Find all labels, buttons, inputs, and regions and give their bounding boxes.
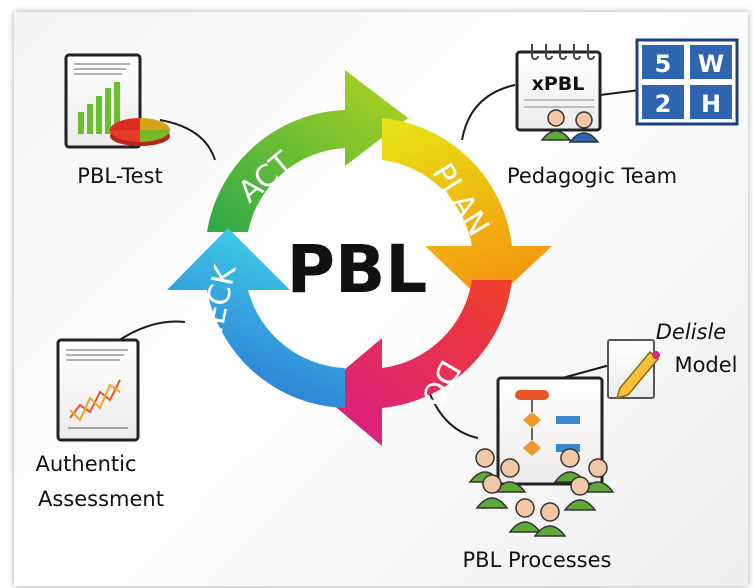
person-icon bbox=[533, 502, 567, 537]
center-title: PBL bbox=[287, 231, 428, 308]
delisle-label: Delisle bbox=[656, 320, 726, 344]
pbl-test-label: PBL-Test bbox=[77, 164, 162, 188]
pencil-document-icon bbox=[607, 339, 660, 400]
grid-cell-w: W bbox=[698, 50, 724, 78]
do-arrow bbox=[318, 280, 512, 446]
connector-pbl-test bbox=[159, 119, 216, 161]
person-icon bbox=[493, 458, 527, 493]
connector-5w2h bbox=[599, 89, 641, 96]
five-w-two-h-grid: 5 W 2 H bbox=[635, 38, 739, 126]
connector-pedagogic-team bbox=[461, 84, 516, 141]
pbl-processes-label: PBL Processes bbox=[463, 548, 612, 572]
team-people-icon bbox=[540, 109, 600, 143]
person-icon bbox=[508, 498, 542, 533]
pdca-cycle: ACT PLAN DO CHECK PBL bbox=[167, 70, 552, 446]
pedagogic-team-label: Pedagogic Team bbox=[507, 164, 677, 188]
assessment-document-icon bbox=[56, 338, 140, 442]
xpbl-notebook-icon: xPBL bbox=[515, 44, 602, 143]
pbl-test-document-icon bbox=[64, 53, 170, 149]
model-label: Model bbox=[674, 353, 737, 377]
act-arrow bbox=[207, 70, 408, 232]
grid-cell-5: 5 bbox=[655, 50, 672, 78]
xpbl-label: xPBL bbox=[532, 73, 585, 95]
check-arrow bbox=[167, 228, 345, 408]
authentic-label-line2: Assessment bbox=[38, 487, 164, 511]
plan-arrow bbox=[382, 118, 552, 306]
authentic-label-line1: Authentic bbox=[35, 452, 136, 476]
person-icon bbox=[475, 474, 509, 509]
person-icon bbox=[581, 458, 615, 493]
person-icon bbox=[563, 476, 597, 511]
processes-people-group-icon bbox=[468, 448, 615, 537]
grid-cell-2: 2 bbox=[655, 90, 672, 118]
grid-cell-h: H bbox=[701, 90, 721, 118]
